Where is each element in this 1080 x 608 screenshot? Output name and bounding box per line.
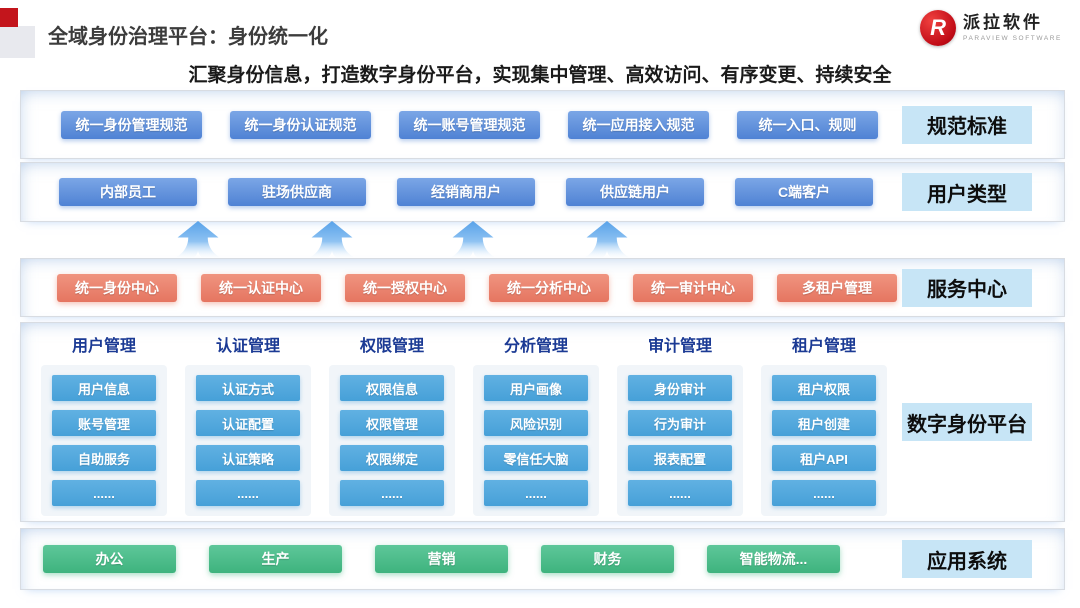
paraview-logo-icon: R bbox=[920, 10, 957, 46]
standards-item: 统一身份认证规范 bbox=[230, 110, 371, 139]
platform-item: 身份审计 bbox=[628, 375, 732, 401]
platform-item: 账号管理 bbox=[52, 410, 156, 436]
section-application-systems: 办公 生产 营销 财务 智能物流... 应用系统 bbox=[20, 528, 1065, 590]
app-system-item: 智能物流... bbox=[707, 545, 840, 573]
service-centers-label: 服务中心 bbox=[902, 268, 1032, 307]
app-system-item: 生产 bbox=[209, 545, 342, 573]
service-center-item: 统一授权中心 bbox=[345, 273, 465, 302]
user-type-item: 驻场供应商 bbox=[228, 178, 366, 206]
platform-item: 用户画像 bbox=[484, 375, 588, 401]
user-types-label: 用户类型 bbox=[902, 173, 1032, 211]
platform-item: ...... bbox=[196, 480, 300, 506]
column-header: 分析管理 bbox=[503, 338, 568, 355]
platform-column-user-mgmt: 用户管理 用户信息 账号管理 自助服务 ...... bbox=[41, 333, 167, 516]
platform-item: 用户信息 bbox=[52, 375, 156, 401]
up-arrow-icon bbox=[174, 221, 222, 258]
standards-item: 统一入口、规则 bbox=[737, 110, 878, 139]
platform-item: 权限信息 bbox=[340, 375, 444, 401]
platform-item: 零信任大脑 bbox=[484, 445, 588, 471]
service-center-item: 统一审计中心 bbox=[633, 273, 753, 302]
platform-item: 权限绑定 bbox=[340, 445, 444, 471]
platform-item: ...... bbox=[340, 480, 444, 506]
application-systems-label: 应用系统 bbox=[902, 540, 1032, 578]
platform-item: 租户权限 bbox=[772, 375, 876, 401]
platform-item: 租户API bbox=[772, 445, 876, 471]
platform-item: 认证配置 bbox=[196, 410, 300, 436]
service-center-item: 统一分析中心 bbox=[489, 273, 609, 302]
section-standards: 统一身份管理规范 统一身份认证规范 统一账号管理规范 统一应用接入规范 统一入口… bbox=[20, 90, 1065, 159]
platform-item: 风险识别 bbox=[484, 410, 588, 436]
section-user-types: 内部员工 驻场供应商 经销商用户 供应链用户 C端客户 用户类型 bbox=[20, 162, 1065, 222]
paraview-logo: R 派拉软件 PARAVIEW SOFTWARE bbox=[920, 10, 1062, 46]
platform-item: ...... bbox=[484, 480, 588, 506]
platform-item: 认证方式 bbox=[196, 375, 300, 401]
standards-label: 规范标准 bbox=[902, 105, 1032, 144]
logo-name-en: PARAVIEW SOFTWARE bbox=[963, 34, 1062, 42]
platform-item: 行为审计 bbox=[628, 410, 732, 436]
logo-name-cn: 派拉软件 bbox=[963, 13, 1044, 33]
section-service-centers: 统一身份中心 统一认证中心 统一授权中心 统一分析中心 统一审计中心 多租户管理… bbox=[20, 258, 1065, 317]
app-system-item: 办公 bbox=[43, 545, 176, 573]
column-header: 权限管理 bbox=[359, 338, 424, 355]
platform-item: ...... bbox=[628, 480, 732, 506]
platform-item: ...... bbox=[772, 480, 876, 506]
app-system-item: 营销 bbox=[375, 545, 508, 573]
platform-column-permission-mgmt: 权限管理 权限信息 权限管理 权限绑定 ...... bbox=[329, 333, 455, 516]
standards-item: 统一身份管理规范 bbox=[61, 110, 202, 139]
up-arrow-icon bbox=[449, 221, 497, 258]
service-center-item: 统一认证中心 bbox=[201, 273, 321, 302]
column-header: 用户管理 bbox=[71, 338, 136, 355]
platform-column-tenant-mgmt: 租户管理 租户权限 租户创建 租户API ...... bbox=[761, 333, 887, 516]
platform-column-auth-mgmt: 认证管理 认证方式 认证配置 认证策略 ...... bbox=[185, 333, 311, 516]
service-center-item: 多租户管理 bbox=[777, 273, 897, 302]
slide-subtitle: 汇聚身份信息，打造数字身份平台，实现集中管理、高效访问、有序变更、持续安全 bbox=[188, 65, 892, 86]
standards-item: 统一账号管理规范 bbox=[399, 110, 540, 139]
platform-item: 认证策略 bbox=[196, 445, 300, 471]
column-header: 审计管理 bbox=[647, 338, 712, 355]
up-arrow-icon bbox=[583, 221, 631, 258]
platform-item: 自助服务 bbox=[52, 445, 156, 471]
app-system-item: 财务 bbox=[541, 545, 674, 573]
standards-item: 统一应用接入规范 bbox=[568, 110, 709, 139]
platform-item: ...... bbox=[52, 480, 156, 506]
up-arrow-icon bbox=[308, 221, 356, 258]
user-type-item: 内部员工 bbox=[59, 178, 197, 206]
gray-square-decor bbox=[0, 26, 35, 58]
platform-item: 权限管理 bbox=[340, 410, 444, 436]
service-center-item: 统一身份中心 bbox=[57, 273, 177, 302]
platform-column-analysis-mgmt: 分析管理 用户画像 风险识别 零信任大脑 ...... bbox=[473, 333, 599, 516]
platform-label: 数字身份平台 bbox=[902, 403, 1032, 441]
red-square-decor bbox=[0, 8, 18, 27]
column-header: 租户管理 bbox=[791, 338, 856, 355]
column-header: 认证管理 bbox=[215, 338, 280, 355]
user-type-item: C端客户 bbox=[735, 178, 873, 206]
section-digital-identity-platform: 用户管理 用户信息 账号管理 自助服务 ...... 认证管理 认证方式 认证配… bbox=[20, 322, 1065, 522]
user-type-item: 经销商用户 bbox=[397, 178, 535, 206]
platform-column-audit-mgmt: 审计管理 身份审计 行为审计 报表配置 ...... bbox=[617, 333, 743, 516]
page-title: 全域身份治理平台：身份统一化 bbox=[48, 26, 328, 48]
user-type-item: 供应链用户 bbox=[566, 178, 704, 206]
platform-item: 租户创建 bbox=[772, 410, 876, 436]
platform-item: 报表配置 bbox=[628, 445, 732, 471]
